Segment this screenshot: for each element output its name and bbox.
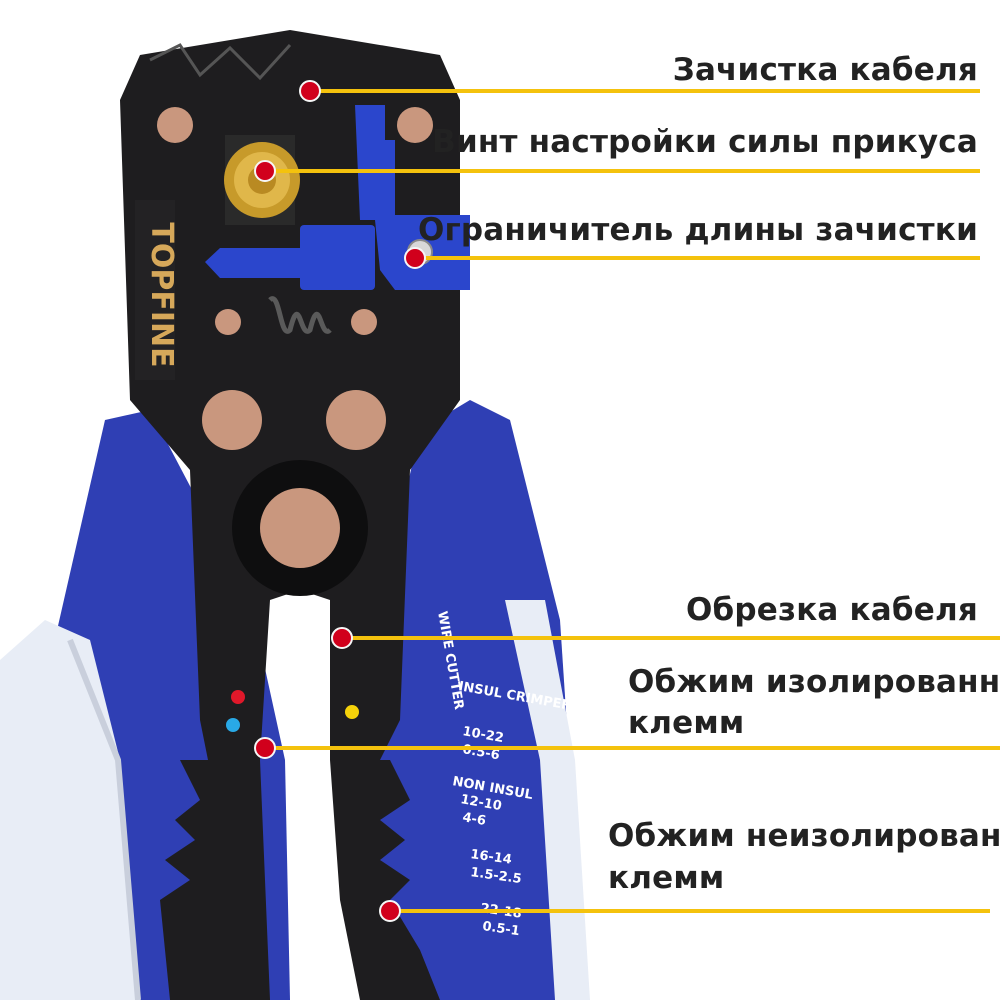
red-indicator: [231, 690, 245, 704]
label-noninsulated-line1: Обжим неизолированных: [608, 818, 1000, 854]
marker-noninsulated: [379, 900, 401, 922]
marking-size-2: 1.5-2.5: [469, 865, 522, 887]
blue-indicator: [226, 718, 240, 732]
label-insulated-line1: Обжим изолированных: [628, 664, 1000, 700]
marking-size-4: 0.5-1: [481, 919, 520, 939]
callout-line-limiter: [415, 256, 980, 260]
label-insulated-line2: клемм: [628, 705, 745, 741]
rivets: [157, 107, 433, 596]
marking-size-1: 16-14: [469, 847, 512, 868]
marker-cut: [331, 627, 353, 649]
marking-non-insul-2: 4-6: [461, 810, 487, 829]
marker-limiter: [404, 247, 426, 269]
yellow-indicator: [345, 705, 359, 719]
strip-length-limiter: [205, 105, 470, 290]
marker-strip: [299, 80, 321, 102]
callout-line-noninsulated: [390, 909, 990, 913]
callout-line-cut: [342, 636, 1000, 640]
label-strip: Зачистка кабеля: [672, 52, 978, 88]
callout-line-insulated: [265, 746, 1000, 750]
brand-logo: TOPFINE: [144, 222, 179, 367]
label-cut: Обрезка кабеля: [685, 592, 978, 628]
marker-insulated: [254, 737, 276, 759]
label-noninsulated-line2: клемм: [608, 860, 725, 896]
marking-non-insul-1: 12-10: [459, 792, 503, 814]
spring: [268, 296, 332, 334]
label-limiter: Ограничитель длины зачистки: [417, 212, 978, 248]
marker-screw: [254, 160, 276, 182]
callout-line-screw: [265, 169, 980, 173]
label-screw: Винт настройки силы прикуса: [432, 124, 978, 160]
marking-insul-1: 10-22: [461, 724, 505, 746]
callout-line-strip: [310, 89, 980, 93]
